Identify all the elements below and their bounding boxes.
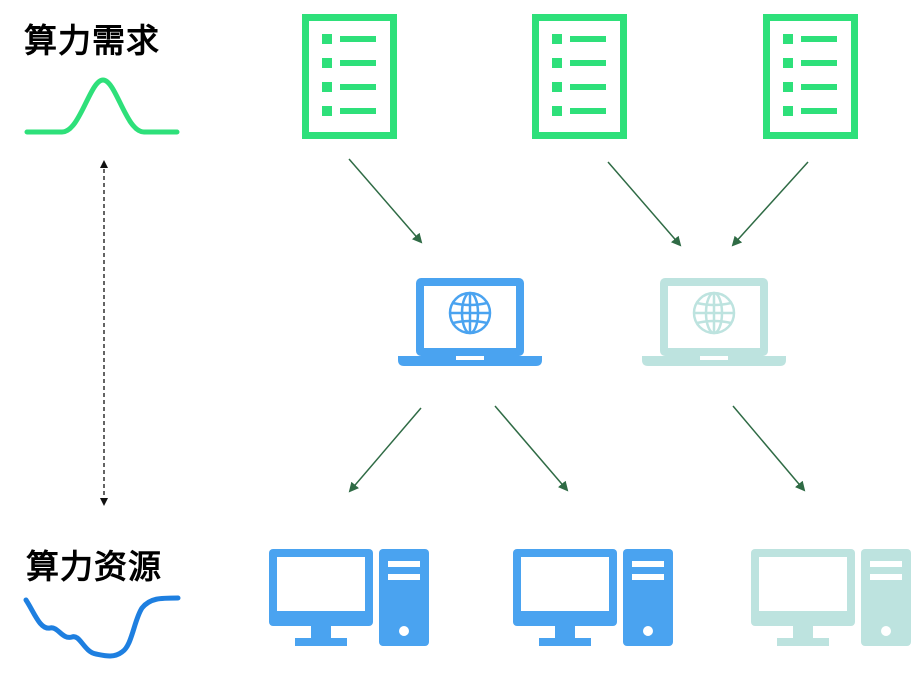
task-list-icon: [763, 14, 858, 139]
flow-arrow: [731, 161, 809, 247]
compute-demand-label: 算力需求: [24, 21, 160, 60]
laptop-globe-icon: [398, 278, 542, 366]
flow-arrow: [494, 405, 569, 492]
laptop-globe-icon: [642, 278, 786, 366]
desktop-computer-icon: [751, 549, 911, 646]
desktop-computer-icon: [269, 549, 429, 646]
flow-arrow: [348, 407, 422, 493]
compute-resource-label: 算力资源: [26, 547, 162, 586]
flow-arrow: [732, 405, 806, 492]
demand-curve: [24, 77, 180, 135]
flow-arrow: [348, 158, 423, 244]
resource-curve: [23, 595, 181, 659]
task-list-icon: [302, 14, 397, 139]
flow-arrow: [607, 161, 682, 247]
desktop-computer-icon: [513, 549, 673, 646]
task-list-icon: [532, 14, 627, 139]
